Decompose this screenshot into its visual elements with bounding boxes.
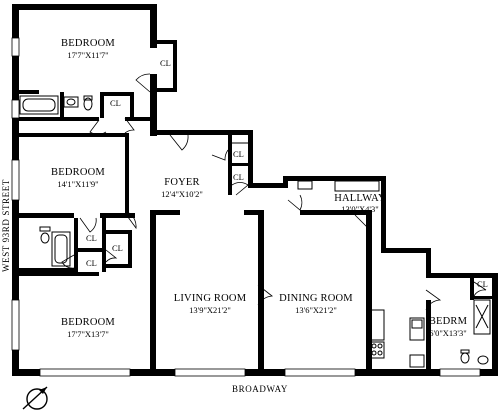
street-label-west: WEST 93RD STREET — [1, 179, 11, 272]
room-label-bedroom-top: BEDROOM 17'7"X11'7" — [61, 38, 115, 60]
closet-label: CL — [86, 258, 97, 268]
room-dimensions: 13'0"X4'3" — [341, 204, 378, 214]
room-name: DINING ROOM — [279, 293, 353, 304]
closet-label: CL — [110, 98, 121, 108]
closet-label: CL — [160, 58, 171, 68]
room-label-living-room: LIVING ROOM 13'9"X21'2" — [174, 293, 247, 315]
room-name: LIVING ROOM — [174, 293, 247, 304]
street-label-south: BROADWAY — [232, 384, 288, 394]
room-label-bedroom-mid: BEDROOM 14'1"X11'9" — [51, 167, 105, 189]
room-label-foyer: FOYER 12'4"X10'2" — [161, 177, 203, 199]
room-dimensions: 17'7"X11'7" — [67, 50, 108, 60]
room-dimensions: 6'0"X13'3" — [429, 328, 466, 338]
closet-label: CL — [477, 279, 488, 289]
room-name: BEDRM — [429, 316, 468, 327]
fixtures — [19, 95, 491, 368]
room-name: BEDROOM — [61, 317, 115, 328]
door-swings — [61, 73, 487, 311]
interior-walls — [19, 40, 492, 370]
room-label-dining-room: DINING ROOM 13'6"X21'2" — [279, 293, 353, 315]
room-label-bedrm: BEDRM 6'0"X13'3" — [429, 316, 468, 338]
room-label-hallway: HALLWAY 13'0"X4'3" — [334, 193, 386, 214]
room-dimensions: 13'9"X21'2" — [189, 305, 231, 315]
room-label-bedroom-bottom: BEDROOM 17'7"X13'7" — [61, 317, 115, 339]
room-name: BEDROOM — [61, 38, 115, 49]
closet-label: CL — [233, 172, 244, 182]
closet-label: CL — [112, 243, 123, 253]
room-name: FOYER — [164, 177, 199, 188]
room-dimensions: 12'4"X10'2" — [161, 189, 203, 199]
north-arrow-icon — [22, 386, 48, 410]
room-dimensions: 13'6"X21'2" — [295, 305, 337, 315]
room-name: BEDROOM — [51, 167, 105, 178]
windows — [11, 37, 481, 377]
closet-labels: CL CL CL CL CL CL CL CL — [86, 58, 488, 289]
closet-label: CL — [86, 233, 97, 243]
room-dimensions: 14'1"X11'9" — [57, 179, 98, 189]
closet-label: CL — [233, 149, 244, 159]
room-dimensions: 17'7"X13'7" — [67, 329, 109, 339]
room-name: HALLWAY — [334, 193, 386, 204]
